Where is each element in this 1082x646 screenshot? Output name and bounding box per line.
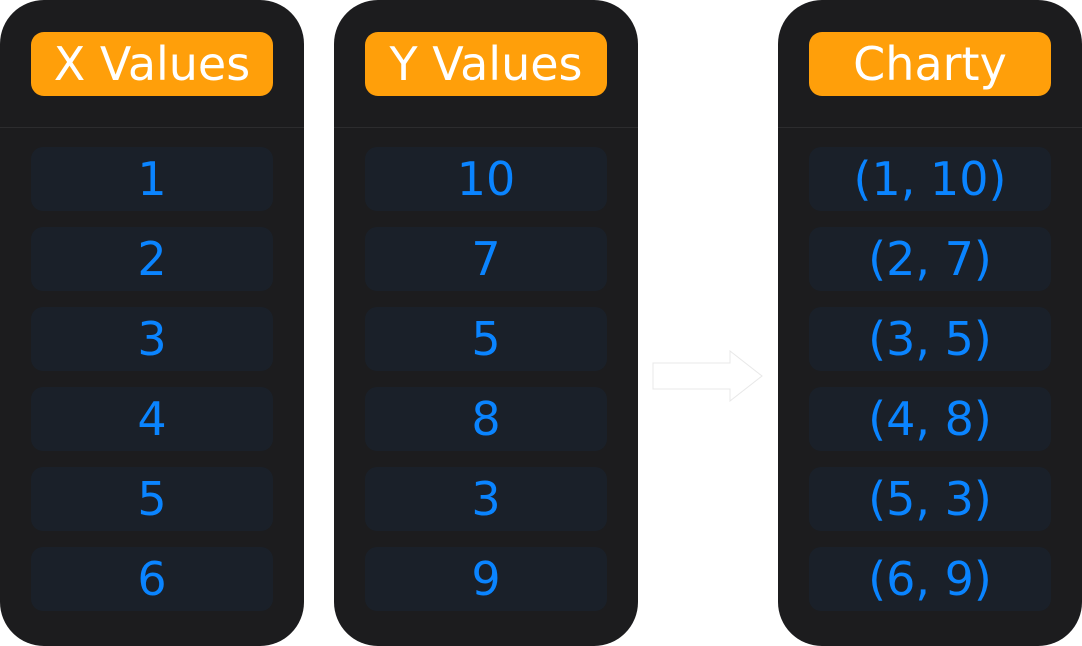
x-value-cell: 2 — [31, 227, 273, 291]
y-values-header: Y Values — [365, 32, 607, 96]
point-cell: (2, 7) — [809, 227, 1051, 291]
charty-points-list: (1, 10) (2, 7) (3, 5) (4, 8) (5, 3) (6, … — [809, 147, 1051, 627]
point-cell: (5, 3) — [809, 467, 1051, 531]
charty-column: Charty (1, 10) (2, 7) (3, 5) (4, 8) (5, … — [778, 0, 1082, 646]
x-values-header: X Values — [31, 32, 273, 96]
column-header: Charty — [778, 0, 1082, 128]
x-value-cell: 6 — [31, 547, 273, 611]
y-value-cell: 10 — [365, 147, 607, 211]
y-value-cell: 9 — [365, 547, 607, 611]
x-values-column: X Values 1 2 3 4 5 6 — [0, 0, 304, 646]
column-header: X Values — [0, 0, 304, 128]
x-values-list: 1 2 3 4 5 6 — [31, 147, 273, 627]
right-arrow-icon — [652, 350, 763, 402]
point-cell: (4, 8) — [809, 387, 1051, 451]
x-value-cell: 3 — [31, 307, 273, 371]
point-cell: (6, 9) — [809, 547, 1051, 611]
y-values-list: 10 7 5 8 3 9 — [365, 147, 607, 627]
y-value-cell: 8 — [365, 387, 607, 451]
x-value-cell: 1 — [31, 147, 273, 211]
y-values-column: Y Values 10 7 5 8 3 9 — [334, 0, 638, 646]
column-header: Y Values — [334, 0, 638, 128]
point-cell: (1, 10) — [809, 147, 1051, 211]
charty-header: Charty — [809, 32, 1051, 96]
y-value-cell: 3 — [365, 467, 607, 531]
point-cell: (3, 5) — [809, 307, 1051, 371]
x-value-cell: 5 — [31, 467, 273, 531]
y-value-cell: 5 — [365, 307, 607, 371]
y-value-cell: 7 — [365, 227, 607, 291]
x-value-cell: 4 — [31, 387, 273, 451]
